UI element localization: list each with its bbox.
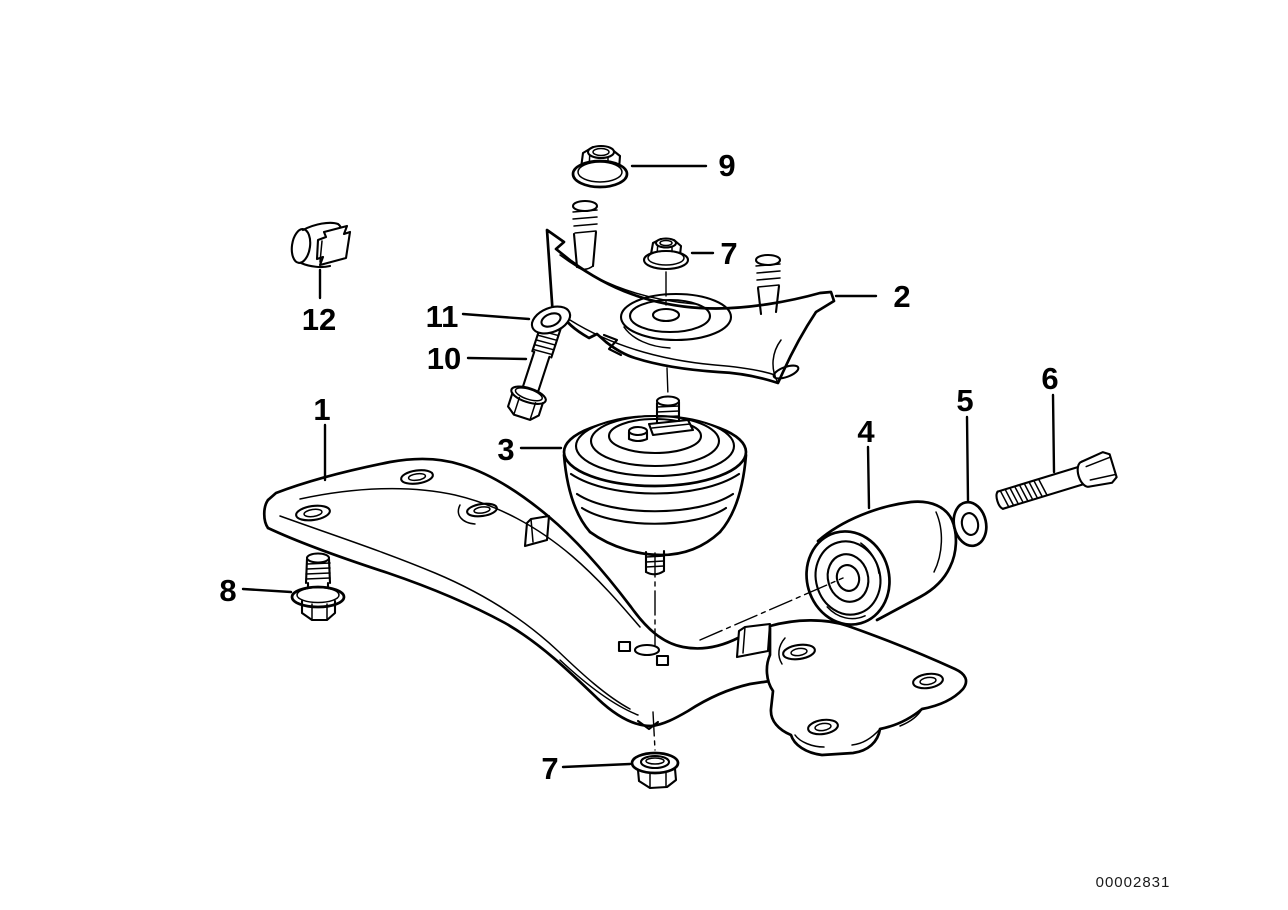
bracket-stud-left [571,199,599,270]
callout-label-3: 3 [497,432,514,467]
bolt-6 [995,451,1118,510]
bracket-ring-boss [619,292,733,349]
callout-label-12: 12 [302,302,336,337]
crossmember-hole [457,502,498,525]
mount-top-nub [627,425,649,443]
callout-label-2: 2 [893,279,910,314]
beam-oval-hole [633,643,661,657]
drawing-number: 00002831 [1096,874,1171,891]
flange-nut-7-lower [630,751,680,790]
callout-label-9: 9 [718,148,735,183]
callout-label-1: 1 [313,392,330,427]
clip-12 [290,221,352,269]
beam-nub [617,640,632,653]
bracket-oval-hole [772,364,800,380]
flange-nut-9 [571,144,629,189]
wing-plate-hole [912,672,944,690]
callout-11-leader [461,312,531,321]
bracket-stud-right [754,253,782,316]
flange-bolt-8 [290,552,346,622]
callout-8-leader [241,587,293,594]
rubber-mount [562,395,748,576]
beam-nub [655,654,670,667]
flange-nut-7-upper [642,237,690,271]
callouts: 1 2 3 4 5 6 7 7 8 9 10 11 12 [219,148,1058,786]
crossmember-hole [295,504,331,522]
wing-plate-hole [807,718,839,736]
bushing [805,500,958,626]
assembly-axis-lines [652,271,844,751]
washer-11 [530,305,572,335]
callout-6-leader [1051,393,1056,474]
callout-label-11: 11 [426,299,459,334]
callout-label-7-lower: 7 [541,751,558,786]
beam-tab [523,514,551,548]
callout-label-7-upper: 7 [720,236,737,271]
mount-top-stud [647,395,695,437]
callout-label-6: 6 [1041,361,1058,396]
mount-bracket [545,199,836,385]
washer-5 [952,500,988,548]
callout-label-8: 8 [219,573,236,608]
callout-7-lower-leader [561,762,632,769]
callout-5-leader [965,415,970,503]
callout-10-leader [466,356,528,361]
crossmember-wing-plate [765,619,968,757]
callout-label-4: 4 [857,414,875,449]
callout-label-10: 10 [427,341,461,376]
beam-bracket-tab [735,622,772,659]
callout-4-leader [866,445,871,510]
crossmember-hole [400,469,434,485]
crossmember [262,457,968,757]
wing-plate-hole [782,643,816,661]
callout-label-5: 5 [956,383,973,418]
